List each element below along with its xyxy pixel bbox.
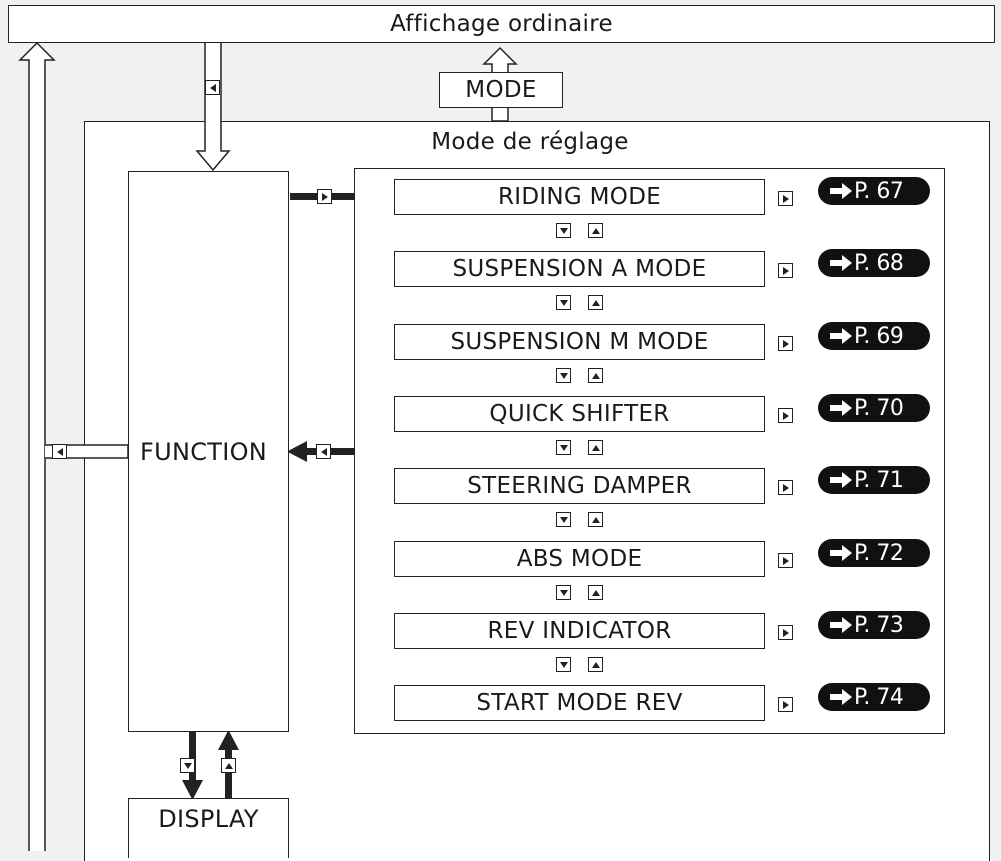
right-triangle-key-icon bbox=[778, 625, 793, 640]
normal-display-bar: Affichage ordinaire bbox=[8, 5, 995, 43]
page-reference-text: P. 72 bbox=[854, 540, 904, 566]
page-reference-badge[interactable]: P. 73 bbox=[818, 611, 930, 639]
settings-item-label: SUSPENSION A MODE bbox=[452, 256, 707, 282]
up-triangle-key-icon bbox=[588, 223, 603, 238]
up-triangle-key-icon bbox=[588, 440, 603, 455]
settings-item-box[interactable]: START MODE REV bbox=[394, 685, 765, 721]
settings-item-box[interactable]: RIDING MODE bbox=[394, 179, 765, 215]
page-reference-text: P. 70 bbox=[854, 395, 904, 421]
settings-item-label: REV INDICATOR bbox=[487, 618, 672, 644]
down-triangle-key-icon bbox=[556, 440, 571, 455]
function-label: FUNCTION bbox=[140, 436, 288, 468]
down-triangle-key-icon bbox=[180, 758, 195, 773]
settings-item-box[interactable]: SUSPENSION M MODE bbox=[394, 324, 765, 360]
arrow-right-icon bbox=[830, 400, 852, 416]
page-reference-badge[interactable]: P. 72 bbox=[818, 539, 930, 567]
down-triangle-key-icon bbox=[556, 657, 571, 672]
down-triangle-key-icon bbox=[556, 295, 571, 310]
right-triangle-key-icon bbox=[317, 189, 332, 204]
up-triangle-key-icon bbox=[588, 657, 603, 672]
settings-item-label: RIDING MODE bbox=[497, 184, 662, 210]
display-box: DISPLAY bbox=[128, 798, 289, 858]
up-triangle-key-icon bbox=[588, 295, 603, 310]
function-label-text: FUNCTION bbox=[140, 438, 268, 466]
arrow-right-icon bbox=[830, 545, 852, 561]
arrow-right-icon bbox=[830, 617, 852, 633]
settings-item-box[interactable]: SUSPENSION A MODE bbox=[394, 251, 765, 287]
arrow-right-icon bbox=[830, 183, 852, 199]
right-triangle-key-icon bbox=[778, 697, 793, 712]
page-reference-text: P. 68 bbox=[854, 250, 904, 276]
settings-item-box[interactable]: STEERING DAMPER bbox=[394, 468, 765, 504]
settings-mode-title-text: Mode de réglage bbox=[431, 129, 629, 155]
arrow-right-icon bbox=[830, 689, 852, 705]
page-reference-badge[interactable]: P. 68 bbox=[818, 249, 930, 277]
left-triangle-key-icon bbox=[205, 80, 220, 95]
page-reference-badge[interactable]: P. 70 bbox=[818, 394, 930, 422]
page-reference-badge[interactable]: P. 71 bbox=[818, 466, 930, 494]
right-triangle-key-icon bbox=[778, 480, 793, 495]
function-box bbox=[128, 171, 289, 732]
up-triangle-key-icon bbox=[588, 585, 603, 600]
right-triangle-key-icon bbox=[778, 191, 793, 206]
settings-item-box[interactable]: ABS MODE bbox=[394, 541, 765, 577]
arrow-right-icon bbox=[830, 328, 852, 344]
up-triangle-key-icon bbox=[588, 368, 603, 383]
normal-display-label: Affichage ordinaire bbox=[390, 11, 613, 37]
mode-button[interactable]: MODE bbox=[439, 72, 563, 108]
settings-item-label: SUSPENSION M MODE bbox=[450, 329, 709, 355]
right-triangle-key-icon bbox=[778, 336, 793, 351]
settings-item-label: START MODE REV bbox=[476, 690, 683, 716]
arrow-right-icon bbox=[830, 255, 852, 271]
right-triangle-key-icon bbox=[778, 408, 793, 423]
page-reference-badge[interactable]: P. 67 bbox=[818, 177, 930, 205]
settings-item-box[interactable]: REV INDICATOR bbox=[394, 613, 765, 649]
up-triangle-key-icon bbox=[588, 512, 603, 527]
down-triangle-key-icon bbox=[556, 585, 571, 600]
page-reference-text: P. 74 bbox=[854, 684, 904, 710]
settings-mode-title: Mode de réglage bbox=[380, 127, 680, 157]
right-triangle-key-icon bbox=[778, 553, 793, 568]
page-reference-badge[interactable]: P. 69 bbox=[818, 322, 930, 350]
page-reference-text: P. 69 bbox=[854, 323, 904, 349]
page-reference-text: P. 73 bbox=[854, 612, 904, 638]
down-triangle-key-icon bbox=[556, 223, 571, 238]
settings-item-label: QUICK SHIFTER bbox=[489, 401, 670, 427]
page-reference-badge[interactable]: P. 74 bbox=[818, 683, 930, 711]
settings-item-label: ABS MODE bbox=[516, 546, 643, 572]
down-triangle-key-icon bbox=[556, 368, 571, 383]
page-reference-text: P. 71 bbox=[854, 467, 904, 493]
page-reference-text: P. 67 bbox=[854, 178, 904, 204]
up-triangle-key-icon bbox=[221, 758, 236, 773]
mode-button-label: MODE bbox=[465, 77, 537, 103]
right-triangle-key-icon bbox=[778, 263, 793, 278]
down-triangle-key-icon bbox=[556, 512, 571, 527]
display-label: DISPLAY bbox=[158, 805, 259, 833]
arrow-right-icon bbox=[830, 472, 852, 488]
left-triangle-key-icon bbox=[316, 444, 331, 459]
settings-item-label: STEERING DAMPER bbox=[467, 473, 692, 499]
left-triangle-key-icon bbox=[52, 444, 67, 459]
settings-item-box[interactable]: QUICK SHIFTER bbox=[394, 396, 765, 432]
